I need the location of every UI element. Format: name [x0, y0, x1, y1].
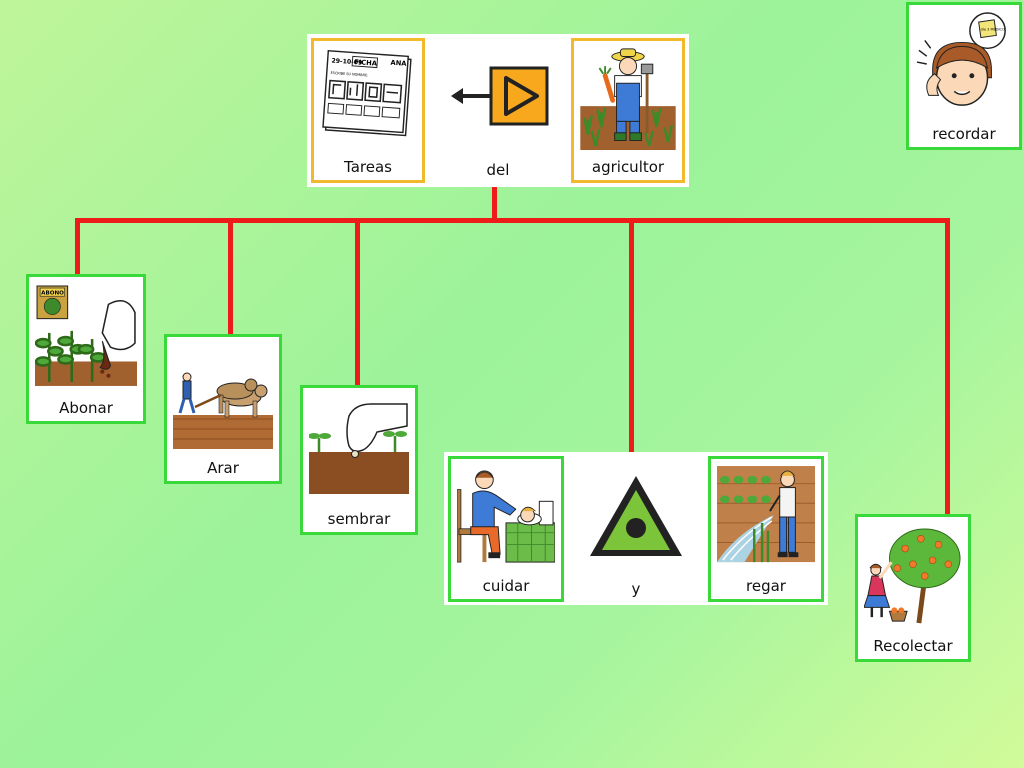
caring-icon	[457, 465, 555, 569]
card-abonar[interactable]: ABONO Abonar	[26, 274, 146, 424]
svg-text:FICHA: FICHA	[354, 58, 378, 68]
card-arar[interactable]: Arar	[164, 334, 282, 484]
farmer-icon	[580, 47, 676, 150]
word-del[interactable]: del	[437, 38, 559, 183]
card-agricultor[interactable]: agricultor	[571, 38, 685, 183]
cuidar-label: cuidar	[482, 577, 530, 595]
tareas-label: Tareas	[344, 158, 392, 176]
watering-icon	[717, 465, 815, 569]
del-label: del	[486, 161, 510, 179]
plough-icon	[173, 343, 273, 451]
connector-recolectar	[945, 218, 950, 517]
sow-icon	[309, 394, 409, 502]
connector-sembrar	[355, 218, 360, 387]
svg-text:ANA: ANA	[390, 59, 407, 68]
y-label: y	[631, 580, 641, 598]
connector-cuidar-regar	[629, 218, 634, 454]
arrow-left-icon	[449, 60, 549, 130]
care-water-panel: cuidar y	[444, 452, 828, 605]
recolectar-label: Recolectar	[873, 637, 953, 655]
worksheet-icon: 29-10-09 FICHA ANA ESCRIBE SU NOMBRE:	[320, 47, 416, 150]
arar-label: Arar	[207, 459, 239, 477]
title-panel: 29-10-09 FICHA ANA ESCRIBE SU NOMBRE:	[307, 34, 689, 187]
card-sembrar[interactable]: sembrar	[300, 385, 418, 535]
word-y[interactable]: y	[576, 456, 696, 602]
card-recordar[interactable]: día 3 MÉDICO recordar	[906, 2, 1022, 150]
harvest-icon	[864, 523, 962, 629]
card-tareas[interactable]: 29-10-09 FICHA ANA ESCRIBE SU NOMBRE:	[311, 38, 425, 183]
svg-text:29-10-09: 29-10-09	[331, 57, 362, 66]
svg-text:día 3 MÉDICO: día 3 MÉDICO	[981, 27, 1005, 32]
card-regar[interactable]: regar	[708, 456, 824, 602]
card-cuidar[interactable]: cuidar	[448, 456, 564, 602]
connector-bar	[75, 218, 949, 223]
fertilize-icon: ABONO	[35, 283, 137, 391]
thinking-girl-icon: día 3 MÉDICO	[915, 11, 1013, 117]
conjunction-triangle-icon	[586, 470, 686, 560]
agricultor-label: agricultor	[591, 158, 665, 176]
sembrar-label: sembrar	[327, 510, 391, 528]
regar-label: regar	[746, 577, 786, 595]
recordar-label: recordar	[932, 125, 996, 143]
connector-abonar	[75, 218, 80, 276]
svg-text:ESCRIBE SU NOMBRE:: ESCRIBE SU NOMBRE:	[330, 71, 368, 78]
svg-text:ABONO: ABONO	[41, 291, 64, 297]
connector-trunk	[492, 186, 497, 222]
card-recolectar[interactable]: Recolectar	[855, 514, 971, 662]
abonar-label: Abonar	[59, 399, 113, 417]
connector-arar	[228, 218, 233, 336]
